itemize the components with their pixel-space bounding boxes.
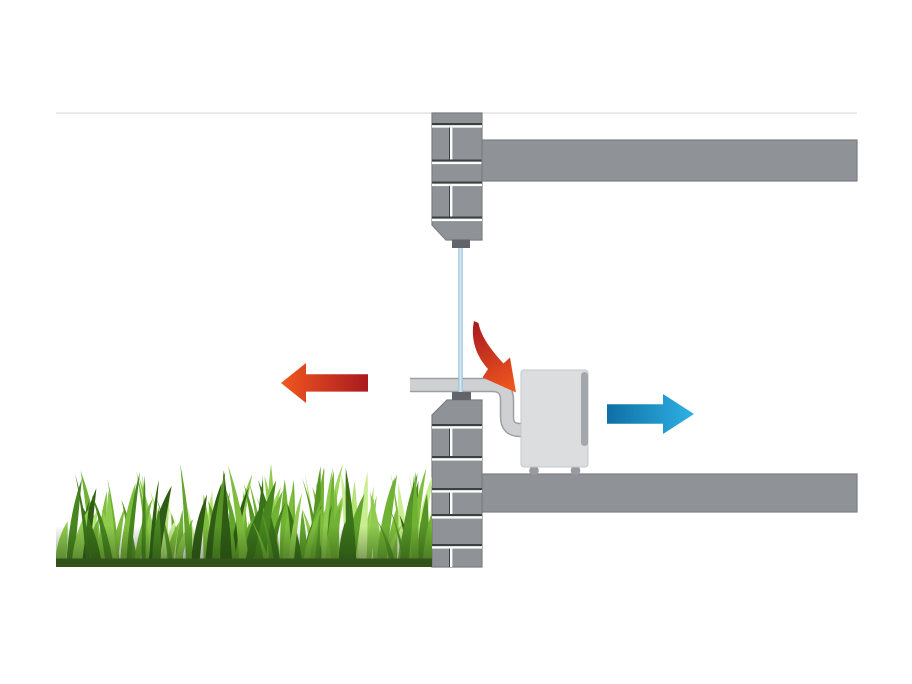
drain-pipe [410,377,528,438]
grass-shade-overlay [56,526,432,564]
lower-outlet-cap [452,392,471,400]
upper-wall-column [431,112,483,241]
flow-arrow-curved-icon [472,321,516,393]
condensate-drip-line [458,248,463,393]
unit-wheel-right [570,465,581,476]
lower-column-body [431,399,483,568]
flow-arrow-left-icon [281,363,368,403]
bottom-floor-slab [481,473,858,513]
dehumidifier-unit [520,369,589,476]
unit-body [520,369,589,468]
flow-arrow-right-icon [607,394,694,434]
grass-base-strip [56,558,432,567]
lower-wall-column [431,399,483,568]
lower-column-mortar-joints [432,424,482,567]
unit-handle [581,372,588,446]
unit-wheel-left [529,465,539,476]
upper-column-mortar-joints [432,123,482,222]
top-floor-slab [481,139,858,182]
grass-illustration [56,463,432,567]
upper-outlet-cap [452,239,470,248]
